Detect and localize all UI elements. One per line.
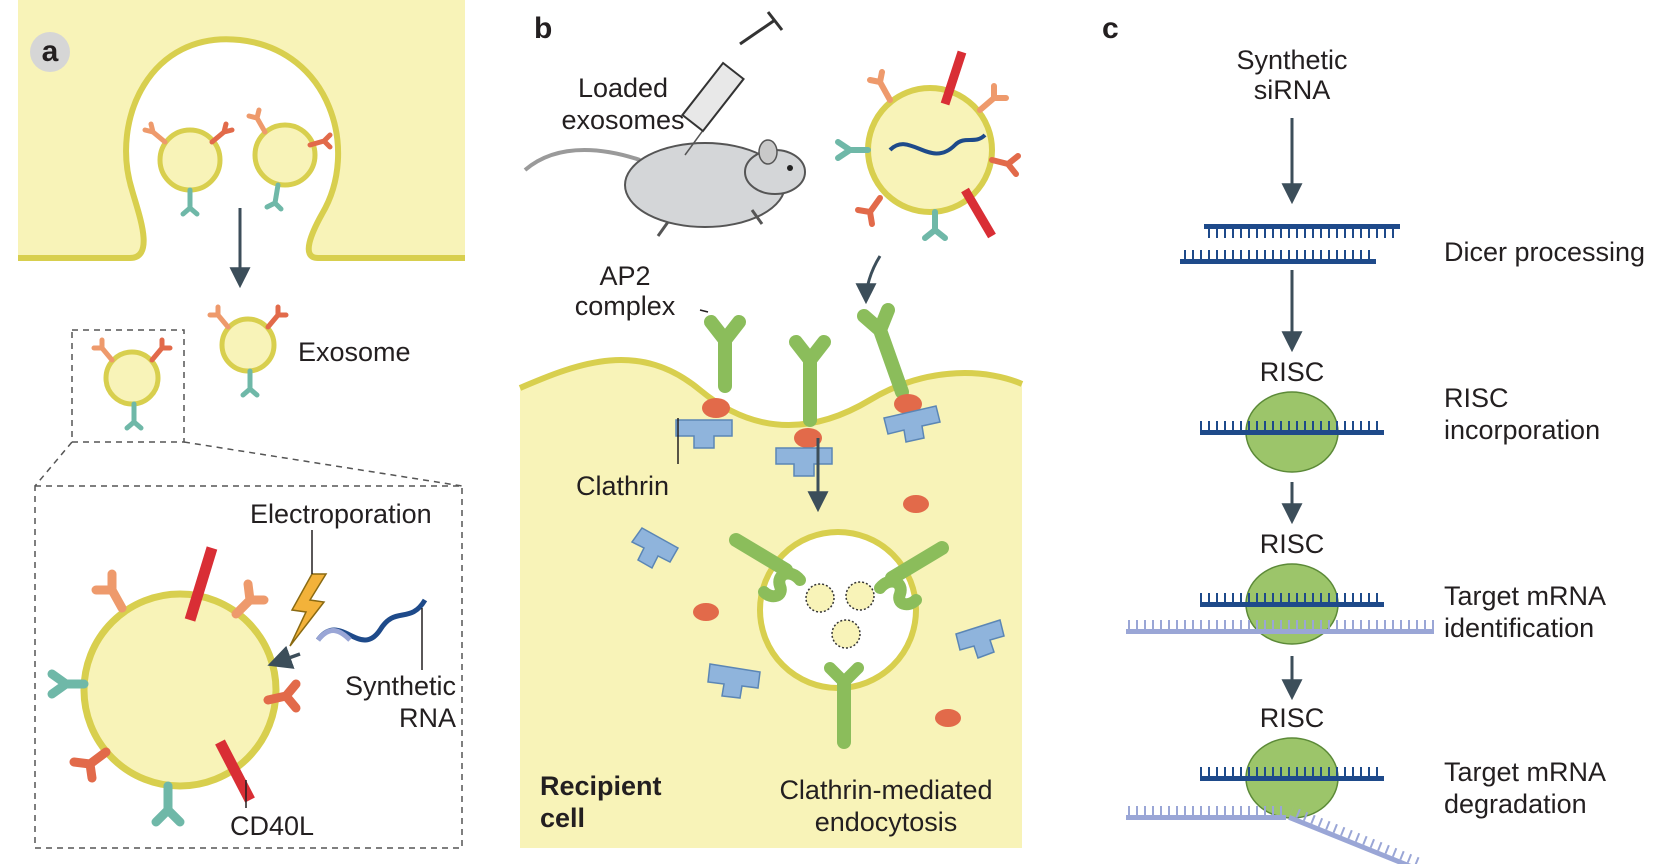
risc-target-binding: [1126, 563, 1434, 645]
lightning-icon: [289, 573, 328, 647]
zoom-detail-box: [34, 485, 463, 849]
mouse-illustration: [523, 139, 806, 237]
exosome-label: Exosome: [298, 337, 411, 367]
risc-label-3: RISC: [1259, 703, 1325, 733]
donor-cell: [18, 0, 465, 258]
electroporation-arrow: [267, 645, 301, 669]
risc-degradation: [1126, 737, 1424, 864]
recipient-membrane: [518, 357, 1024, 428]
ap2-label-1: AP2: [599, 261, 651, 291]
syringe-icon: [681, 11, 784, 156]
endocytosis-label-2: endocytosis: [814, 807, 958, 837]
zoom-box: [71, 329, 185, 443]
panel-a: [18, 0, 465, 849]
risc-complex: [1200, 391, 1384, 473]
loaded-exosomes-label-2: exosomes: [561, 105, 685, 135]
synthetic-rna-label-2: RNA: [398, 703, 456, 733]
recipient-cell-label-2: cell: [540, 803, 586, 833]
risc-incorporation-label-1: RISC: [1444, 383, 1509, 413]
panel-b: [518, 11, 1024, 848]
synthetic-sirna-label-2: siRNA: [1253, 75, 1331, 105]
synthetic-rna-strand: [315, 598, 428, 643]
exosome-detail: [47, 546, 301, 827]
intraluminal-vesicle: [246, 107, 333, 212]
clathrin-coated-vesicle: [729, 529, 949, 749]
exosome-small: [91, 337, 173, 431]
risc-incorporation-label-2: incorporation: [1444, 415, 1601, 445]
electroporation-label: Electroporation: [250, 499, 432, 529]
target-identification-label-1: Target mRNA: [1444, 581, 1607, 611]
panel-label-a-text: a: [41, 35, 59, 68]
panel-label-c: c: [1102, 12, 1119, 45]
loaded-exosomes-label-1: Loaded: [577, 73, 669, 103]
target-identification-label-2: identification: [1444, 613, 1595, 643]
intraluminal-vesicle: [142, 121, 235, 217]
exosome-small: [207, 304, 289, 398]
uptake-arrow: [855, 255, 882, 305]
sirna-duplex: [1180, 224, 1400, 264]
recipient-cell-label-1: Recipient: [540, 771, 662, 801]
synthetic-rna-label-1: Synthetic: [344, 671, 456, 701]
ap2-receptor: [675, 315, 746, 449]
endocytosis-label-1: Clathrin-mediated: [779, 775, 993, 805]
ap2-receptor: [775, 335, 833, 477]
panel-c: [1126, 118, 1434, 864]
cd40l-label: CD40L: [230, 811, 315, 841]
target-degradation-label-2: degradation: [1444, 789, 1587, 819]
panel-label-a: a: [30, 32, 70, 72]
clathrin-label: Clathrin: [576, 471, 670, 501]
dicer-label: Dicer processing: [1444, 237, 1646, 267]
loaded-exosome: [835, 50, 1021, 241]
donor-membrane: [18, 36, 465, 261]
panel-label-b: b: [534, 12, 553, 45]
risc-label-1: RISC: [1259, 357, 1325, 387]
risc-label-2: RISC: [1259, 529, 1325, 559]
target-degradation-label-1: Target mRNA: [1444, 757, 1607, 787]
ap2-receptor: [857, 303, 941, 443]
synthetic-sirna-label-1: Synthetic: [1236, 45, 1348, 75]
ap2-label-2: complex: [574, 291, 676, 321]
